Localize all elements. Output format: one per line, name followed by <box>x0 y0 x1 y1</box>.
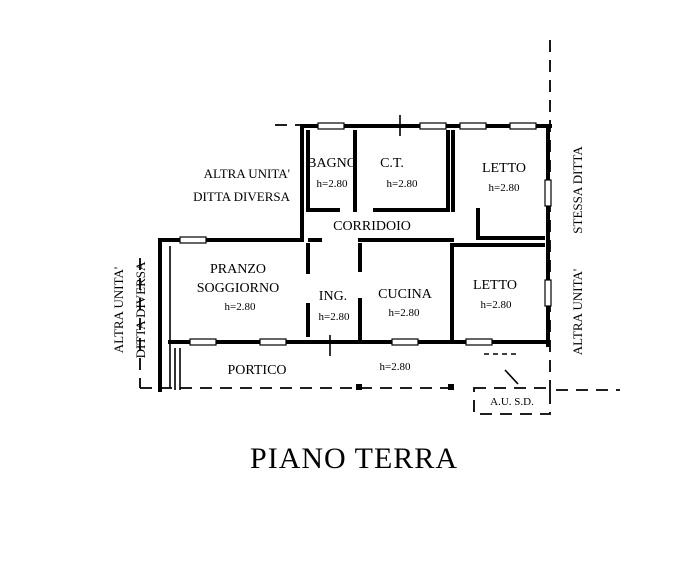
plan-title: PIANO TERRA <box>250 442 458 475</box>
pranzo-label: PRANZO <box>210 262 266 277</box>
left-neighbour-line1: ALTRA UNITA' <box>111 267 126 353</box>
property-boundaries <box>139 40 620 415</box>
cucina-label: CUCINA <box>378 287 433 302</box>
portico-label: PORTICO <box>227 363 286 378</box>
pranzo-height: h=2.80 <box>225 301 256 313</box>
neighbour-labels: ALTRA UNITA' DITTA DIVERSA ALTRA UNITA' … <box>111 146 585 408</box>
ct-label: C.T. <box>380 156 404 171</box>
portico-height: h=2.80 <box>380 361 411 373</box>
bagno-label: BAGNO <box>307 156 357 171</box>
right-bottom-neighbour: ALTRA UNITA' <box>570 269 585 355</box>
room-labels: BAGNO h=2.80 C.T. h=2.80 LETTO h=2.80 CO… <box>197 156 526 378</box>
ingresso-height: h=2.80 <box>319 311 350 323</box>
soggiorno-label: SOGGIORNO <box>197 281 279 296</box>
doors-and-portico <box>174 115 454 390</box>
ingresso-label: ING. <box>319 289 347 304</box>
letto-1-label: LETTO <box>482 161 526 176</box>
letto-2-height: h=2.80 <box>481 299 512 311</box>
letto-1-height: h=2.80 <box>489 182 520 194</box>
right-top-neighbour: STESSA DITTA <box>570 146 585 234</box>
corridoio-label: CORRIDOIO <box>333 219 411 234</box>
left-neighbour-line2: DITTA DIVERSA <box>133 261 148 358</box>
ct-height: h=2.80 <box>387 178 418 190</box>
au-sd-label: A.U. S.D. <box>490 396 534 408</box>
interior-walls <box>306 130 545 340</box>
windows <box>179 122 552 346</box>
cucina-height: h=2.80 <box>389 307 420 319</box>
top-left-neighbour-line2: DITTA DIVERSA <box>193 189 290 204</box>
letto-2-label: LETTO <box>473 278 517 293</box>
bagno-height: h=2.80 <box>317 178 348 190</box>
top-left-neighbour-line1: ALTRA UNITA' <box>204 166 290 181</box>
